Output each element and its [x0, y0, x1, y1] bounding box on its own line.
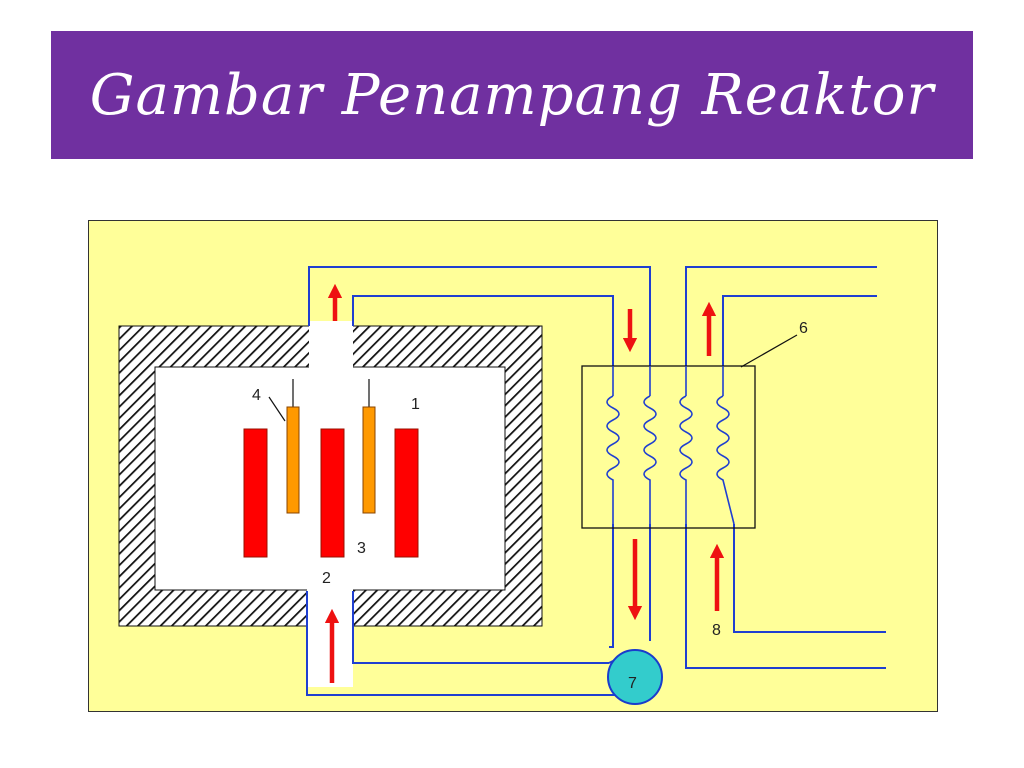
control-rod [286, 406, 300, 514]
control-rod [362, 406, 376, 514]
pump-circle [607, 649, 663, 705]
label-8: 8 [712, 622, 721, 639]
label-7: 7 [628, 675, 637, 692]
slide-title: Gambar Penampang Reaktor [89, 62, 935, 128]
diagram-labels: 1 2 3 4 6 7 8 [252, 320, 808, 692]
label-6: 6 [799, 320, 808, 337]
reactor-diagram: 1 2 3 4 6 7 8 [88, 220, 938, 712]
label-4: 4 [252, 387, 261, 404]
secondary-loop [685, 266, 886, 669]
pump [607, 649, 663, 705]
flow-arrows [324, 283, 725, 683]
heat-exchanger [581, 334, 798, 529]
fuel-rod [394, 428, 419, 558]
reactor-diagram-svg: 1 2 3 4 6 7 8 [118, 266, 886, 705]
label-3: 3 [357, 540, 366, 557]
heat-exchanger-coils [606, 366, 735, 525]
label-1: 1 [411, 396, 420, 413]
fuel-rods [243, 428, 419, 558]
control-rods [268, 379, 376, 514]
fuel-rod [320, 428, 345, 558]
primary-loop [306, 266, 651, 696]
label-2: 2 [322, 570, 331, 587]
title-bar: Gambar Penampang Reaktor [51, 31, 973, 159]
fuel-rod [243, 428, 268, 558]
